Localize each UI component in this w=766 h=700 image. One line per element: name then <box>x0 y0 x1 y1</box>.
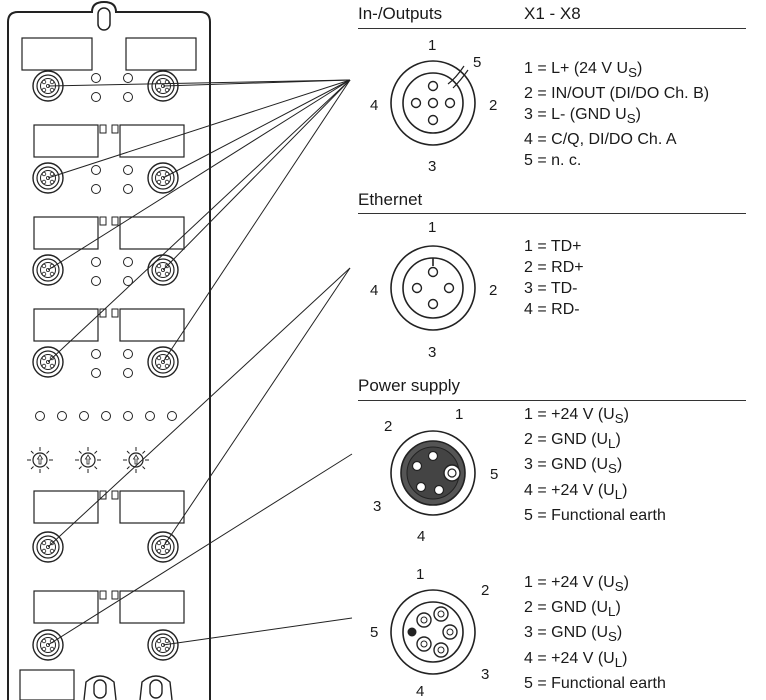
io-pin-3: 3 = L- (GND US) <box>524 106 641 127</box>
ethernet-rule <box>358 213 746 214</box>
power-a-pin-list: 1 = +24 V (US) 2 = GND (UL) 3 = GND (US)… <box>524 404 666 526</box>
power-a-pinnum-5: 5 <box>490 466 499 483</box>
power-b-connector-detail <box>390 589 476 675</box>
ethernet-connector-detail <box>390 245 476 331</box>
ethernet-pinnum-1: 1 <box>428 219 437 236</box>
io-pinnum-2: 2 <box>489 97 498 114</box>
power-a-pinnum-3: 3 <box>373 498 382 515</box>
io-section-title: In-/Outputs <box>358 4 443 23</box>
power-b-pin-3: 3 = GND (US) <box>524 624 623 645</box>
label-tabs <box>99 124 119 600</box>
io-rule <box>358 28 746 29</box>
power-a-pinnum-2: 2 <box>384 418 393 435</box>
power-a-pin-2: 2 = GND (UL) <box>524 431 621 452</box>
ethernet-pinnum-3: 3 <box>428 344 437 361</box>
io-pin-4: 4 = C/Q, DI/DO Ch. A <box>524 131 677 149</box>
leader-lines <box>47 79 353 646</box>
power-b-pinnum-2: 2 <box>481 582 490 599</box>
io-ports-label: X1 - X8 <box>524 4 581 23</box>
power-section-title: Power supply <box>358 376 461 395</box>
io-pin-1: 1 = L+ (24 V US) <box>524 60 643 81</box>
io-connector-detail <box>390 60 476 146</box>
io-pinnum-5: 5 <box>473 54 482 71</box>
power-a-pinnum-4: 4 <box>417 528 426 545</box>
ethernet-pin-list: 1 = TD+ 2 = RD+ 3 = TD- 4 = RD- <box>524 236 584 320</box>
power-a-pin-3: 3 = GND (US) <box>524 456 623 477</box>
power-a-pinnum-1: 1 <box>455 406 464 423</box>
label-fields <box>19 37 197 700</box>
io-pin-2: 2 = IN/OUT (DI/DO Ch. B) <box>524 85 710 103</box>
ethernet-pinnum-2: 2 <box>489 282 498 299</box>
ethernet-pin-1: 1 = TD+ <box>524 238 582 255</box>
power-b-pinnum-3: 3 <box>481 666 490 683</box>
io-pin-5: 5 = n. c. <box>524 152 582 170</box>
power-b-pin-4: 4 = +24 V (UL) <box>524 649 628 670</box>
io-pinnum-3: 3 <box>428 158 437 175</box>
power-b-pinnum-1: 1 <box>416 566 425 583</box>
mounting-holes <box>83 675 173 700</box>
power-b-pin-list: 1 = +24 V (US) 2 = GND (UL) 3 = GND (US)… <box>524 572 666 694</box>
power-a-connector-detail <box>390 430 476 516</box>
ethernet-pin-4: 4 = RD- <box>524 301 580 318</box>
ethernet-pinnum-4: 4 <box>370 282 379 299</box>
power-a-pin-4: 4 = +24 V (UL) <box>524 481 628 502</box>
power-a-pin-1: 1 = +24 V (US) <box>524 406 629 427</box>
io-pinnum-4: 4 <box>370 97 379 114</box>
power-b-pin-5: 5 = Functional earth <box>524 674 666 692</box>
power-b-pinnum-5: 5 <box>370 624 379 641</box>
power-b-pin-1: 1 = +24 V (US) <box>524 574 629 595</box>
io-pin-list: 1 = L+ (24 V US) 2 = IN/OUT (DI/DO Ch. B… <box>524 58 709 171</box>
ethernet-pin-3: 3 = TD- <box>524 280 578 297</box>
io-pinnum-1: 1 <box>428 37 437 54</box>
power-rule <box>358 400 746 401</box>
power-b-pin-2: 2 = GND (UL) <box>524 599 621 620</box>
ethernet-pin-2: 2 = RD+ <box>524 259 584 276</box>
power-b-pinnum-4: 4 <box>416 683 425 700</box>
power-a-pin-5: 5 = Functional earth <box>524 506 666 524</box>
ethernet-section-title: Ethernet <box>358 190 423 209</box>
